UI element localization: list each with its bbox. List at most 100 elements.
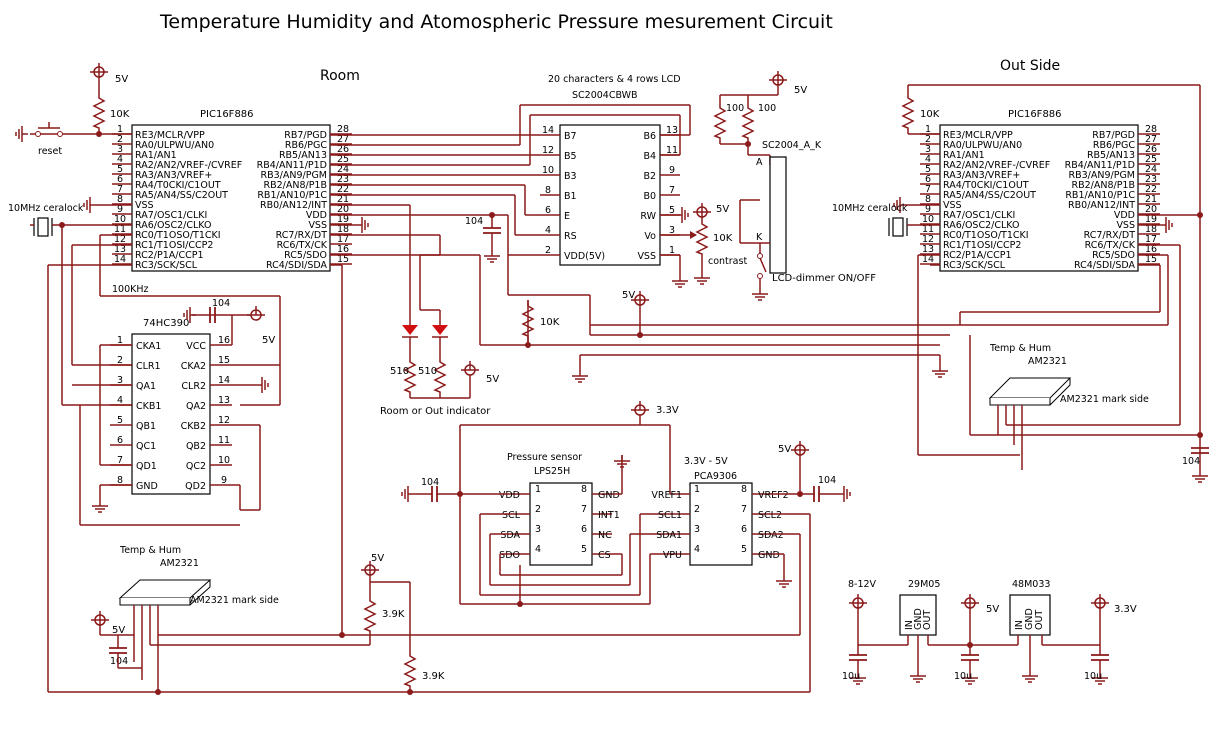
shifter-pin-1-number: 1 [694, 484, 700, 495]
lcd-pin-8-number: 8 [545, 185, 551, 196]
counter-pin-12-name: CKB2 [181, 421, 206, 432]
sensor-room-cap: 104 [110, 656, 128, 667]
pic-room-pin-17-number: 17 [337, 234, 349, 245]
pic-room-pin-11-name: RC0/T1OSO/T1CKI [135, 230, 221, 241]
shifter-pin-4-name: VPU [663, 550, 682, 561]
pic-out-pin-1-name: RE3/MCLR/VPP [943, 130, 1013, 141]
lcd-pin-2-name: VDD(5V) [564, 251, 605, 262]
lcd-dimmer-switch[interactable] [757, 253, 767, 279]
lcd-pin-9-number: 9 [669, 165, 675, 176]
pic-room-pin-14-number: 14 [114, 254, 126, 265]
lcd-pin-5-name: RW [640, 211, 656, 222]
pic-out-pin-28-number: 28 [1145, 124, 1157, 135]
pic-out-pin-11-name: RC0/T1OSO/T1CKI [943, 230, 1029, 241]
lcd-pin-12-name: B5 [564, 151, 577, 162]
lcd-pin-7-name: B0 [643, 191, 656, 202]
reset-button[interactable] [35, 122, 63, 137]
pic-out-pin-5-name: RA3/AN3/VREF+ [943, 170, 1020, 181]
counter-pin-7-number: 7 [117, 455, 123, 466]
reg1-pin-in: IN [904, 620, 915, 630]
pic-out-pin-18-number: 18 [1145, 224, 1157, 235]
out-crystal [888, 217, 908, 237]
pic-out-pin-5-number: 5 [925, 164, 931, 175]
pic-out-pin-19-number: 19 [1145, 214, 1157, 225]
pic-out-pin-9-number: 9 [925, 204, 931, 215]
sensor-room-body [118, 579, 212, 606]
counter-supply-label: 5V [262, 335, 275, 346]
lcd-pin-6-name: E [564, 211, 570, 222]
pic-out-pin-23-name: RB2/AN8/P1B [1071, 180, 1135, 191]
room-pullup-label: 10K [110, 109, 130, 120]
pic-out-pin-3-number: 3 [925, 144, 931, 155]
pic-out-pin-15-name: RC4/SDI/SDA [1074, 260, 1136, 271]
pic-room-pin-22-number: 22 [337, 184, 349, 195]
pic-out-pin-13-name: RC2/P1A/CCP1 [943, 250, 1012, 261]
shifter-pin-8-number: 8 [741, 484, 747, 495]
counter-pin-2-number: 2 [117, 355, 123, 366]
pic-room-pin-26-name: RB5/AN13 [279, 150, 327, 161]
room-section-label: Room [320, 68, 360, 84]
pic-out-pin-3-name: RA1/AN1 [943, 150, 985, 161]
pic-out-pin-26-name: RB5/AN13 [1087, 150, 1135, 161]
pic-room-pin-2-name: RA0/ULPWU/AN0 [135, 140, 214, 151]
pic-out-pin-19-name: VSS [1116, 220, 1135, 231]
counter-pin-3-number: 3 [117, 375, 123, 386]
pic-out-pin-26-number: 26 [1145, 144, 1157, 155]
pic-room-pin-10-number: 10 [114, 214, 126, 225]
pic-room-pin-6-number: 6 [117, 174, 123, 185]
lcd-caption: 20 characters & 4 rows LCD [548, 74, 681, 85]
shifter-caption: 3.3V - 5V [684, 456, 728, 467]
room-vdd-cap-label: 104 [465, 216, 483, 227]
counter-pin-4-number: 4 [117, 395, 123, 406]
lcd-pin-13-number: 13 [666, 125, 678, 136]
pic-room-pin-1-number: 1 [117, 124, 123, 135]
pic-room-pin-13-name: RC2/P1A/CCP1 [135, 250, 204, 261]
counter-pin-11-number: 11 [218, 435, 230, 446]
shifter-part: PCA9306 [694, 471, 737, 482]
sensor-out-cap: 104 [1182, 456, 1200, 467]
pic-room-pin-15-name: RC4/SDI/SDA [266, 260, 328, 271]
pic-out-pin-8-number: 8 [925, 194, 931, 205]
counter-pin-8-number: 8 [117, 475, 123, 486]
pressure-pin-2-name: SCL [502, 510, 521, 521]
counter-pin-13-number: 13 [218, 395, 230, 406]
reset-label: reset [38, 146, 62, 157]
counter-pin-16-name: VCC [186, 341, 206, 352]
counter-pin-6-name: QC1 [136, 441, 156, 452]
shifter-pin-7-number: 7 [741, 504, 747, 515]
counter-pin-14-name: CLR2 [181, 381, 206, 392]
pressure-pin-7-number: 7 [581, 504, 587, 515]
pic-room-pin-3-name: RA1/AN1 [135, 150, 177, 161]
lcd-pin-9-name: B2 [643, 171, 656, 182]
led-res-a-label: 510 [390, 366, 409, 377]
pic-out-pin-14-name: RC3/SCK/SCL [943, 260, 1006, 271]
pic-room-pin-7-number: 7 [117, 184, 123, 195]
pic-room-pin-18-name: RC7/RX/DT [276, 230, 328, 241]
pressure-caption: Pressure sensor [507, 452, 582, 463]
power-cap-1: 10u [842, 671, 860, 682]
pic-room-pin-6-name: RA4/T0CKI/C1OUT [135, 180, 221, 191]
pressure-pin-6-name: NC [598, 530, 612, 541]
pic-out-pin-25-number: 25 [1145, 154, 1157, 165]
shifter-pin-1-name: VREF1 [651, 490, 682, 501]
lcd-pin-10-number: 10 [542, 165, 554, 176]
led-res-b-label: 510 [418, 366, 437, 377]
pic-out-pin-16-number: 16 [1145, 244, 1157, 255]
counter-part: 74HC390 [143, 318, 189, 329]
pic-out-pin-12-number: 12 [922, 234, 934, 245]
counter-pin-4-name: CKB1 [136, 401, 161, 412]
pic-room-pin-7-name: RA5/AN4/SS/C2OUT [135, 190, 228, 201]
lcd-pin-2-number: 2 [545, 245, 551, 256]
pic-room-pin-27-name: RB6/PGC [285, 140, 327, 151]
lcd-pin-11-name: B4 [643, 151, 656, 162]
pic-out-pin-12-name: RC1/T1OSI/CCP2 [943, 240, 1021, 251]
room-crystal [33, 217, 53, 237]
pic-room-pin-5-number: 5 [117, 164, 123, 175]
pic-room-pin-20-name: VDD [306, 210, 327, 221]
pressure-pin-1-name: VDD [499, 490, 520, 501]
